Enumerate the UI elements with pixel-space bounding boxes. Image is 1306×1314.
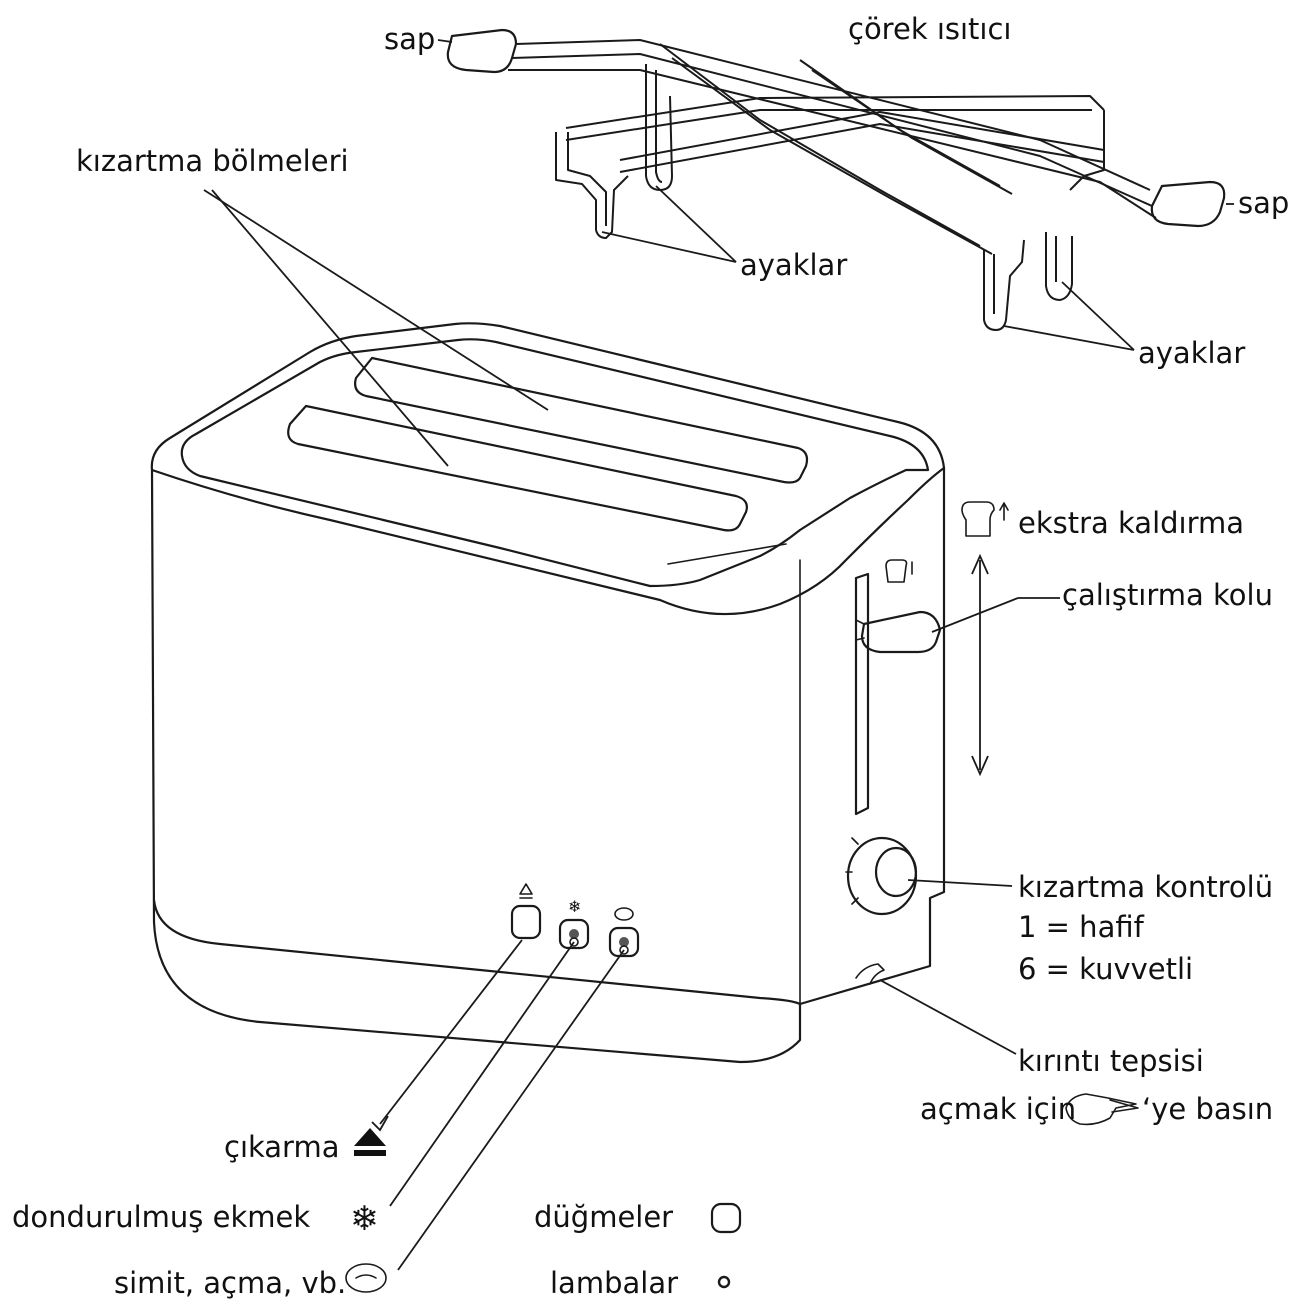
toaster-body: ❄ (150, 322, 946, 1064)
label-kuvvetli: 6 = kuvvetli (1018, 952, 1194, 986)
eject-icon (354, 1128, 386, 1146)
svg-text:❄: ❄ (568, 897, 581, 916)
lever-slot (854, 572, 870, 816)
label-lambalar: lambalar (550, 1266, 679, 1300)
label-ayaklar-2: ayaklar (1138, 336, 1246, 370)
lamp-icon (717, 1275, 731, 1289)
bagel-lamp (619, 937, 629, 947)
crumb-tray-hand-icon (855, 963, 885, 985)
label-kirinti-tepsisi: kırıntı tepsisi (1018, 1044, 1204, 1078)
bagel-icon (345, 1263, 387, 1293)
cancel-button[interactable] (510, 904, 542, 940)
label-ye-basin: ‘ye basın (1142, 1092, 1274, 1126)
label-ekstra-kaldirma: ekstra kaldırma (1018, 506, 1245, 540)
hand-icon (1065, 1093, 1137, 1126)
cancel-eject-icon (519, 883, 533, 899)
bread-slot-2 (287, 404, 748, 532)
bagel-button[interactable] (608, 926, 640, 958)
label-icons: ❄ (345, 501, 1139, 1293)
browning-knob[interactable] (846, 836, 918, 916)
label-sap-right: sap (1238, 186, 1290, 220)
button-icon (710, 1202, 742, 1234)
label-dondurulmus-ekmek: dondurulmuş ekmek (12, 1200, 311, 1234)
left-handle (446, 28, 518, 74)
frozen-button[interactable] (558, 918, 590, 950)
label-sap-left: sap (384, 22, 436, 56)
label-cikarma: çıkarma (224, 1130, 340, 1164)
label-kizartma-bolmeleri: kızartma bölmeleri (76, 144, 349, 178)
label-kizartma-kontrolu: kızartma kontrolü (1018, 870, 1274, 904)
leader-lines (203, 39, 1234, 1271)
label-ayaklar-1: ayaklar (740, 248, 848, 282)
label-dugmeler: düğmeler (534, 1200, 674, 1234)
label-simit: simit, açma, vb. (114, 1266, 347, 1300)
label-calistirma-kolu: çalıştırma kolu (1062, 578, 1273, 612)
frozen-lamp (569, 929, 579, 939)
extra-lift-icon (961, 501, 995, 537)
operating-lever[interactable] (860, 610, 942, 654)
bread-slot-1 (354, 356, 809, 484)
label-hafif: 1 = hafif (1018, 910, 1144, 944)
bun-warmer-rack (446, 28, 1226, 331)
snowflake-icon: ❄ (350, 1199, 379, 1239)
label-acmak-icin: açmak için (920, 1092, 1077, 1126)
label-corek-isitici: çörek ısıtıcı (848, 12, 1012, 46)
right-handle (1150, 180, 1226, 228)
